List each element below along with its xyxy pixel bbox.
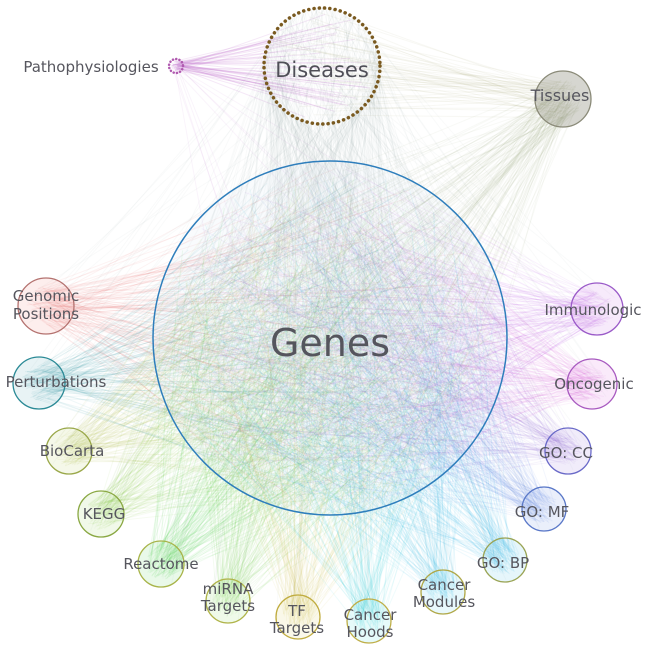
node-circle-go-cc[interactable] bbox=[544, 427, 592, 475]
node-circle-perturbations[interactable] bbox=[12, 356, 66, 410]
node-label-line: GO: CC bbox=[539, 444, 593, 462]
node-label-line: GO: BP bbox=[477, 554, 529, 572]
edge-bundle-pathophysiologies-genes bbox=[171, 63, 482, 482]
edge-bundle-biocarta-genes bbox=[53, 174, 497, 486]
node-label-line: KEGG bbox=[83, 505, 126, 523]
node-circle-cancer-hoods[interactable] bbox=[346, 598, 392, 644]
node-circle-genes[interactable] bbox=[152, 160, 508, 516]
edge-bundle-diseases-kegg bbox=[90, 8, 379, 531]
node-label-line: Reactome bbox=[123, 555, 198, 573]
edge-bundle-cancer-hoods-genes bbox=[163, 181, 487, 636]
edge-bundle-diseases-oncogenic bbox=[278, 8, 609, 405]
node-circle-biocarta[interactable] bbox=[45, 427, 93, 475]
node-label-line: Immunologic bbox=[544, 301, 641, 319]
node-label-go-bp: GO: BP bbox=[477, 554, 529, 572]
edge-bundle-diseases-go-bp bbox=[264, 7, 511, 581]
node-circle-oncogenic[interactable] bbox=[566, 358, 618, 410]
node-label-line: Cancer bbox=[418, 576, 472, 594]
node-label-line: miRNA bbox=[203, 580, 254, 598]
edge-bundle-diseases-genomic-positions bbox=[26, 11, 378, 324]
edge-bundle-diseases-tf-targets bbox=[276, 10, 377, 619]
edge-bundle-diseases-perturbations bbox=[29, 7, 349, 401]
edge-bundle-diseases-biocarta bbox=[49, 15, 381, 465]
node-circle-genomic-positions[interactable] bbox=[17, 277, 75, 335]
node-circle-go-bp[interactable] bbox=[482, 537, 528, 583]
edge-bundle-tf-targets-genes bbox=[175, 178, 496, 632]
node-label-line: Targets bbox=[269, 619, 324, 637]
edges-layer bbox=[20, 7, 615, 636]
edge-bundle-tissues-genes bbox=[161, 79, 582, 508]
node-label-pathophysiologies: Pathophysiologies bbox=[23, 58, 158, 76]
node-label-line: Cancer bbox=[344, 606, 398, 624]
edge-bundle-cancer-modules-genes bbox=[172, 179, 496, 607]
edge-bundle-immunologic-genes bbox=[176, 168, 614, 499]
node-label-line: Perturbations bbox=[6, 373, 107, 391]
node-label-reactome: Reactome bbox=[123, 555, 198, 573]
node-label-kegg: KEGG bbox=[83, 505, 126, 523]
edge-bundle-genomic-positions-genes bbox=[26, 167, 500, 507]
node-label-line: Positions bbox=[13, 305, 79, 323]
node-label-tissues: Tissues bbox=[530, 86, 590, 105]
edge-bundle-go-mf-genes bbox=[179, 171, 559, 524]
node-label-line: TF bbox=[287, 602, 306, 620]
edge-bundle-tissues-diseases bbox=[273, 11, 582, 119]
node-circle-go-mf[interactable] bbox=[521, 486, 567, 532]
node-label-line: Modules bbox=[413, 593, 476, 611]
node-circle-reactome[interactable] bbox=[137, 540, 185, 588]
node-label-oncogenic: Oncogenic bbox=[554, 375, 633, 393]
node-circle-tf-targets[interactable] bbox=[275, 594, 321, 640]
edge-bundle-reactome-genes bbox=[146, 182, 494, 580]
edge-bundle-perturbations-genes bbox=[20, 172, 498, 497]
node-label-line: Oncogenic bbox=[554, 375, 633, 393]
edge-bundle-diseases-go-mf bbox=[264, 9, 542, 529]
node-circle-kegg[interactable] bbox=[77, 490, 125, 538]
edge-bundle-kegg-genes bbox=[87, 170, 485, 531]
node-label-line: BioCarta bbox=[40, 442, 105, 460]
edge-bundle-go-cc-genes bbox=[170, 168, 583, 507]
nodes-layer bbox=[12, 6, 624, 644]
node-label-immunologic: Immunologic bbox=[544, 301, 641, 319]
node-label-line: Genes bbox=[270, 321, 390, 365]
node-label-perturbations: Perturbations bbox=[6, 373, 107, 391]
node-circle-tissues[interactable] bbox=[534, 70, 592, 128]
node-label-line: GO: MF bbox=[515, 503, 570, 521]
edge-bundle-diseases-go-cc bbox=[265, 8, 590, 470]
edge-bundle-diseases-genes bbox=[161, 7, 501, 506]
node-label-go-mf: GO: MF bbox=[515, 503, 570, 521]
node-circle-diseases[interactable] bbox=[262, 6, 382, 126]
edge-bundle-go-bp-genes bbox=[159, 180, 521, 575]
node-label-genes: Genes bbox=[270, 321, 390, 365]
edge-bundle-diseases-immunologic bbox=[266, 24, 615, 335]
node-circle-cancer-modules[interactable] bbox=[420, 569, 466, 615]
edge-bundle-diseases-reactome bbox=[148, 8, 335, 584]
node-label-diseases: Diseases bbox=[275, 58, 369, 82]
node-label-line: Diseases bbox=[275, 58, 369, 82]
node-label-line: Targets bbox=[200, 597, 255, 615]
node-label-line: Hoods bbox=[347, 623, 394, 641]
node-label-biocarta: BioCarta bbox=[40, 442, 105, 460]
node-label-go-cc: GO: CC bbox=[539, 444, 593, 462]
node-circle-pathophysiologies[interactable] bbox=[167, 57, 185, 75]
node-label-line: Tissues bbox=[530, 86, 590, 105]
node-label-line: Genomic bbox=[13, 287, 80, 305]
edge-bundle-pathophysiologies-diseases bbox=[171, 13, 371, 118]
edge-bundle-diseases-mirna-targets bbox=[208, 7, 380, 620]
node-label-line: Pathophysiologies bbox=[23, 58, 158, 76]
edge-bundle-oncogenic-genes bbox=[167, 171, 609, 503]
node-circle-immunologic[interactable] bbox=[570, 282, 624, 336]
node-circle-mirna-targets[interactable] bbox=[205, 578, 251, 624]
